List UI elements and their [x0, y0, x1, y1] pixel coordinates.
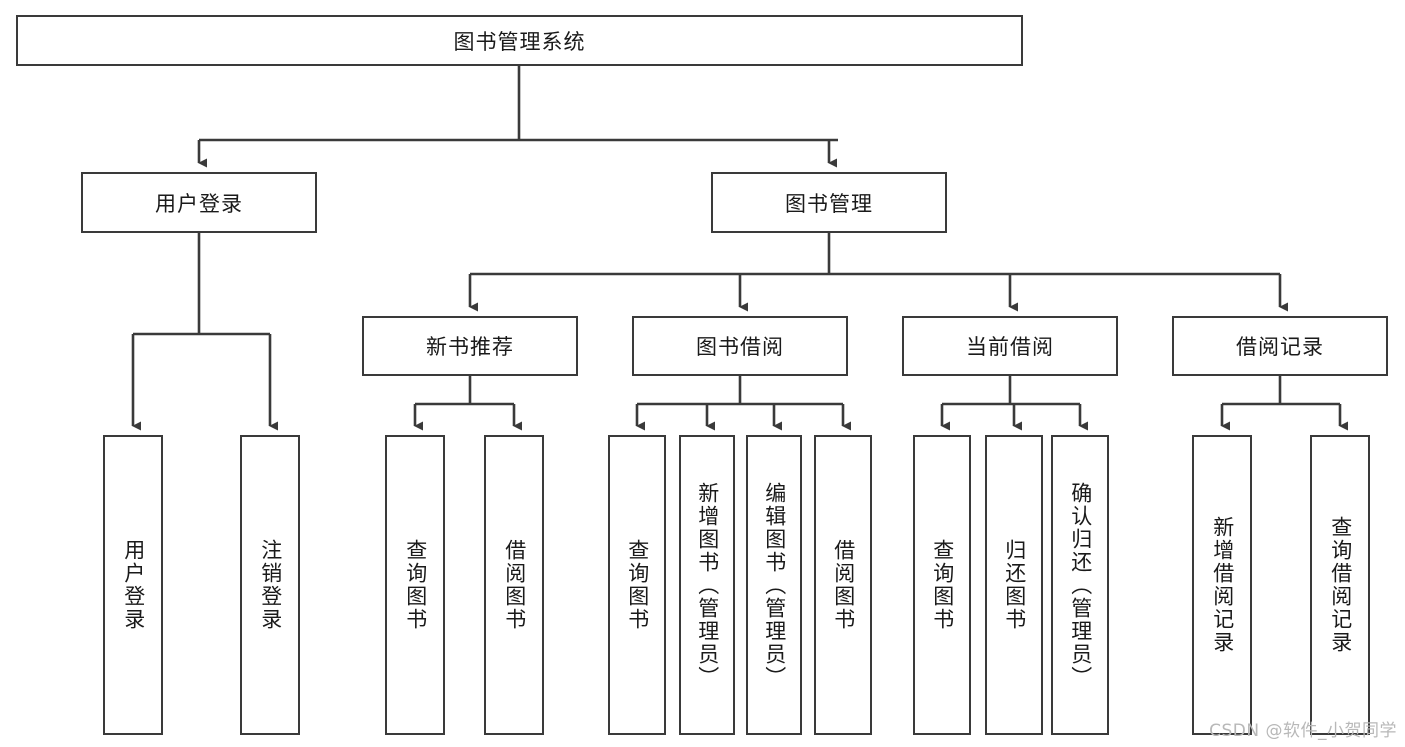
node-leaf-4[interactable]: 查询图书	[608, 435, 666, 735]
node-leaf-6[interactable]: 编辑图书（管理员）	[746, 435, 802, 735]
node-leaf-0[interactable]: 用户登录	[103, 435, 163, 735]
node-leaf-7[interactable]: 借阅图书	[814, 435, 872, 735]
node-level3-1[interactable]: 图书借阅	[632, 316, 848, 376]
node-leaf-3[interactable]: 借阅图书	[484, 435, 544, 735]
node-level2-0[interactable]: 用户登录	[81, 172, 317, 233]
node-level3-3[interactable]: 借阅记录	[1172, 316, 1388, 376]
node-leaf-1[interactable]: 注销登录	[240, 435, 300, 735]
node-leaf-10[interactable]: 确认归还（管理员）	[1051, 435, 1109, 735]
node-leaf-12[interactable]: 查询借阅记录	[1310, 435, 1370, 735]
watermark-text: CSDN @软件_小贺同学	[1209, 721, 1397, 741]
node-level3-2[interactable]: 当前借阅	[902, 316, 1118, 376]
node-root[interactable]: 图书管理系统	[16, 15, 1023, 66]
node-leaf-2[interactable]: 查询图书	[385, 435, 445, 735]
node-leaf-9[interactable]: 归还图书	[985, 435, 1043, 735]
node-level3-0[interactable]: 新书推荐	[362, 316, 578, 376]
node-leaf-5[interactable]: 新增图书（管理员）	[679, 435, 735, 735]
node-leaf-11[interactable]: 新增借阅记录	[1192, 435, 1252, 735]
node-leaf-8[interactable]: 查询图书	[913, 435, 971, 735]
node-level2-1[interactable]: 图书管理	[711, 172, 947, 233]
